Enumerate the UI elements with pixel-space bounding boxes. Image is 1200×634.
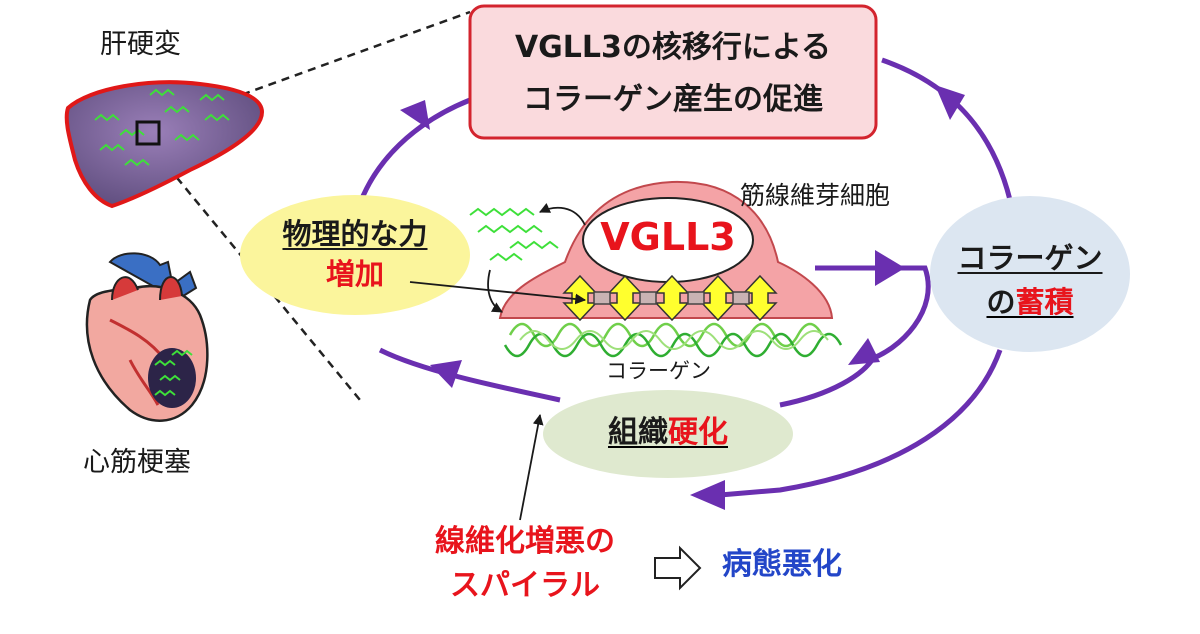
- force-pointer-arrow: [409, 281, 587, 305]
- liver-illustration: [64, 80, 265, 209]
- spiral-line1: 線維化増悪の: [435, 524, 615, 559]
- cycle-arrowheads: [400, 85, 965, 510]
- top-box-line2: コラーゲン産生の促進: [523, 82, 823, 117]
- spiral-text: 線維化増悪の スパイラル: [400, 520, 650, 608]
- vgll3-label: VGLL3: [600, 215, 736, 259]
- hardening-text: 組織硬化: [560, 414, 776, 452]
- heart-illustration: [85, 252, 209, 422]
- fibroblast-label: 筋線維芽細胞: [740, 181, 891, 210]
- heart-label: 心筋梗塞: [83, 447, 191, 478]
- outcome-text: 病態悪化: [722, 547, 842, 582]
- force-ellipse: [240, 195, 470, 315]
- accumulation-highlight: 蓄積: [1015, 285, 1074, 319]
- collagen-label: コラーゲン: [606, 359, 711, 383]
- force-text: 物理的な力 増加: [250, 214, 460, 294]
- spiral-pointer-arrow: [519, 413, 544, 521]
- zoom-box: [135, 120, 161, 146]
- accumulation-prefix: の: [986, 285, 1016, 319]
- top-box: [468, 4, 878, 140]
- accumulation-ellipse: [930, 196, 1130, 352]
- return-arrow: [487, 269, 503, 313]
- collagen-fibers: [503, 322, 843, 358]
- hardening-ellipse: [543, 390, 793, 478]
- accumulation-line1: コラーゲン: [957, 241, 1103, 275]
- force-double-arrows: [562, 274, 778, 322]
- hardening-highlight: 硬化: [668, 415, 728, 450]
- top-box-text: VGLL3の核移行による コラーゲン産生の促進: [470, 22, 876, 126]
- liver-fibrosis-pattern: [94, 88, 230, 167]
- force-line2: 増加: [325, 257, 384, 291]
- collagen-bundle: [469, 207, 559, 262]
- secretion-arrow: [539, 202, 586, 226]
- top-box-line1: VGLL3の核移行による: [514, 30, 832, 65]
- liver-label: 肝硬変: [100, 29, 181, 60]
- fibrosis-cycle-arrow: [348, 57, 1013, 498]
- heart-fibrosis-pattern: [154, 349, 193, 397]
- force-line1: 物理的な力: [282, 217, 428, 251]
- accumulation-text: コラーゲン の蓄積: [935, 236, 1125, 324]
- hardening-prefix: 組織: [608, 415, 668, 450]
- outcome-arrow-icon: [654, 545, 702, 591]
- spiral-line2: スパイラル: [450, 568, 600, 603]
